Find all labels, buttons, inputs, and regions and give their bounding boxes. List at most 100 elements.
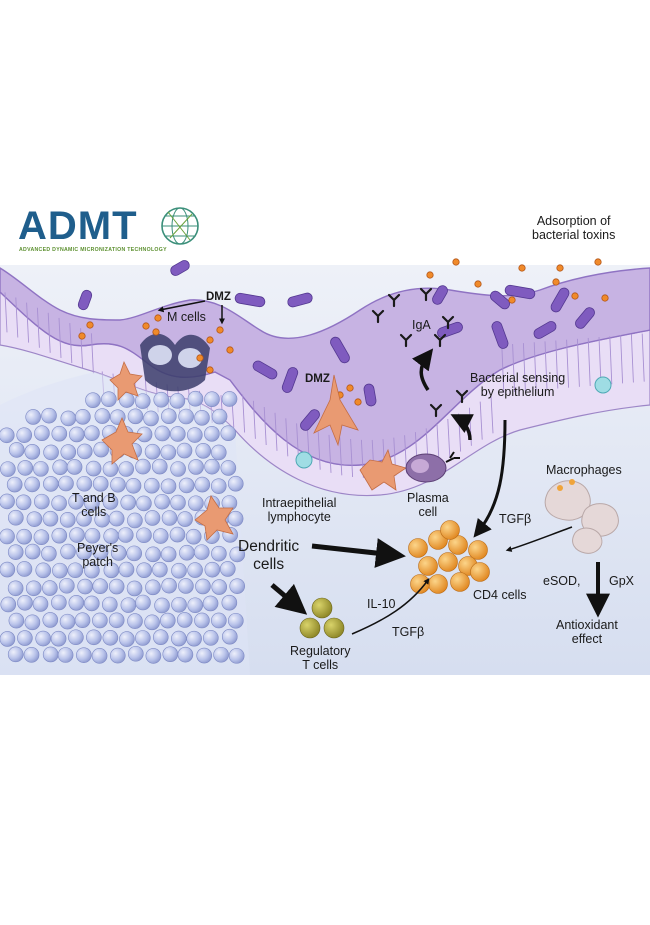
- lymphocyte: [213, 646, 229, 663]
- macrophage-cells: [544, 479, 619, 554]
- lymphocyte: [187, 427, 203, 443]
- toxin: [571, 292, 579, 300]
- bacterium: [287, 292, 313, 308]
- lymphocyte: [8, 442, 25, 458]
- toxin: [474, 280, 482, 288]
- lymphocyte: [221, 594, 238, 611]
- toxin: [206, 366, 214, 374]
- lymphocyte: [92, 544, 109, 560]
- lymphocyte: [220, 425, 237, 442]
- lymphocyte: [220, 460, 237, 476]
- iga-antibody: [441, 315, 455, 330]
- lymphocyte: [34, 493, 50, 510]
- lymphocyte: [143, 410, 159, 427]
- lymphocyte: [76, 511, 92, 527]
- lymphocyte: [86, 629, 102, 646]
- epithelial-cell-wall: [69, 323, 73, 364]
- cd4-cell: [408, 538, 428, 558]
- toxin: [594, 258, 602, 266]
- lymphocyte: [108, 578, 125, 595]
- lymphocyte: [144, 614, 160, 631]
- lymphocyte: [15, 494, 32, 511]
- lymphocyte: [161, 510, 178, 526]
- bacterium: [533, 321, 557, 339]
- lymphocyte: [127, 645, 144, 662]
- lymphocyte: [76, 443, 93, 460]
- iga-antibody: [455, 389, 469, 404]
- lymphocyte: [92, 476, 109, 492]
- iga-antibody: [371, 309, 385, 324]
- lymphocyte: [50, 630, 67, 647]
- lymphocyte: [51, 495, 67, 512]
- lymphocyte: [120, 597, 137, 613]
- lymphocyte: [193, 544, 210, 560]
- lymphocyte: [68, 594, 85, 611]
- iga-antibody: [429, 403, 443, 418]
- bacterium: [252, 360, 278, 380]
- bacterium: [281, 367, 299, 393]
- lymphocyte: [25, 409, 41, 425]
- lymphocyte: [118, 461, 134, 477]
- lymphocyte: [211, 545, 227, 562]
- epithelial-cell-wall: [263, 406, 267, 445]
- lymphocyte: [109, 647, 126, 664]
- iga-antibody: [399, 333, 413, 348]
- arrow-to-plasma: [450, 414, 474, 441]
- lymphocyte: [26, 511, 43, 527]
- lymphocyte: [179, 544, 195, 561]
- epithelial-cell-wall: [339, 437, 343, 476]
- lymphocyte: [221, 391, 238, 407]
- label-dmz-top: DMZ: [206, 291, 231, 303]
- lymphocyte: [196, 647, 213, 664]
- epithelial-cell-wall: [587, 337, 591, 386]
- epithelial-cell-wall: [317, 431, 321, 470]
- epithelial-cell-wall: [47, 312, 51, 353]
- lymphocyte: [24, 443, 41, 460]
- lymphocyte: [41, 545, 57, 562]
- epithelial-cell-wall: [544, 341, 548, 390]
- lymphocyte: [194, 410, 210, 426]
- toxin: [346, 384, 354, 392]
- lymphocyte: [0, 631, 16, 647]
- lymphocyte: [24, 476, 40, 493]
- label-il10: IL-10: [367, 597, 396, 611]
- lymphocyte: [145, 546, 161, 563]
- lymphocyte: [177, 511, 193, 527]
- lymphocyte: [204, 426, 220, 442]
- lymphocyte: [144, 443, 161, 460]
- lymphocyte: [187, 390, 204, 407]
- lymphocyte: [84, 425, 100, 441]
- lymphocyte: [43, 444, 59, 461]
- lymphocyte: [151, 458, 168, 475]
- arrow-macro-cd4: [505, 526, 573, 552]
- toxin: [86, 321, 94, 329]
- lymphocyte: [7, 646, 24, 663]
- lymphocyte: [162, 646, 179, 662]
- plasma-cell-drawing: [405, 451, 460, 483]
- lymphocyte: [154, 493, 170, 510]
- epithelial-cell-wall: [501, 344, 505, 393]
- lymphocyte: [120, 494, 137, 511]
- logo-wordmark: ADMT: [18, 204, 138, 248]
- epithelial-cell-wall: [576, 338, 580, 387]
- pathway-arrows: [157, 300, 610, 635]
- toxin: [426, 271, 434, 279]
- lymphocyte: [52, 562, 68, 579]
- lymphocyte: [41, 407, 57, 424]
- lymphocyte: [16, 561, 33, 577]
- lymphocyte: [108, 612, 125, 629]
- lymphocyte: [52, 459, 68, 476]
- lymphocyte: [161, 408, 177, 424]
- lymphocyte: [32, 596, 49, 612]
- epithelial-cell-wall: [609, 336, 613, 385]
- toxin: [142, 322, 150, 330]
- epithelial-cell-wall: [620, 335, 624, 384]
- epithelial-cell-wall: [447, 418, 451, 458]
- lymphocyte: [75, 409, 91, 425]
- cd4-cell: [428, 574, 448, 594]
- lymphocyte: [102, 629, 119, 646]
- epithelial-cell-wall: [490, 395, 494, 434]
- lymphocyte: [68, 493, 84, 510]
